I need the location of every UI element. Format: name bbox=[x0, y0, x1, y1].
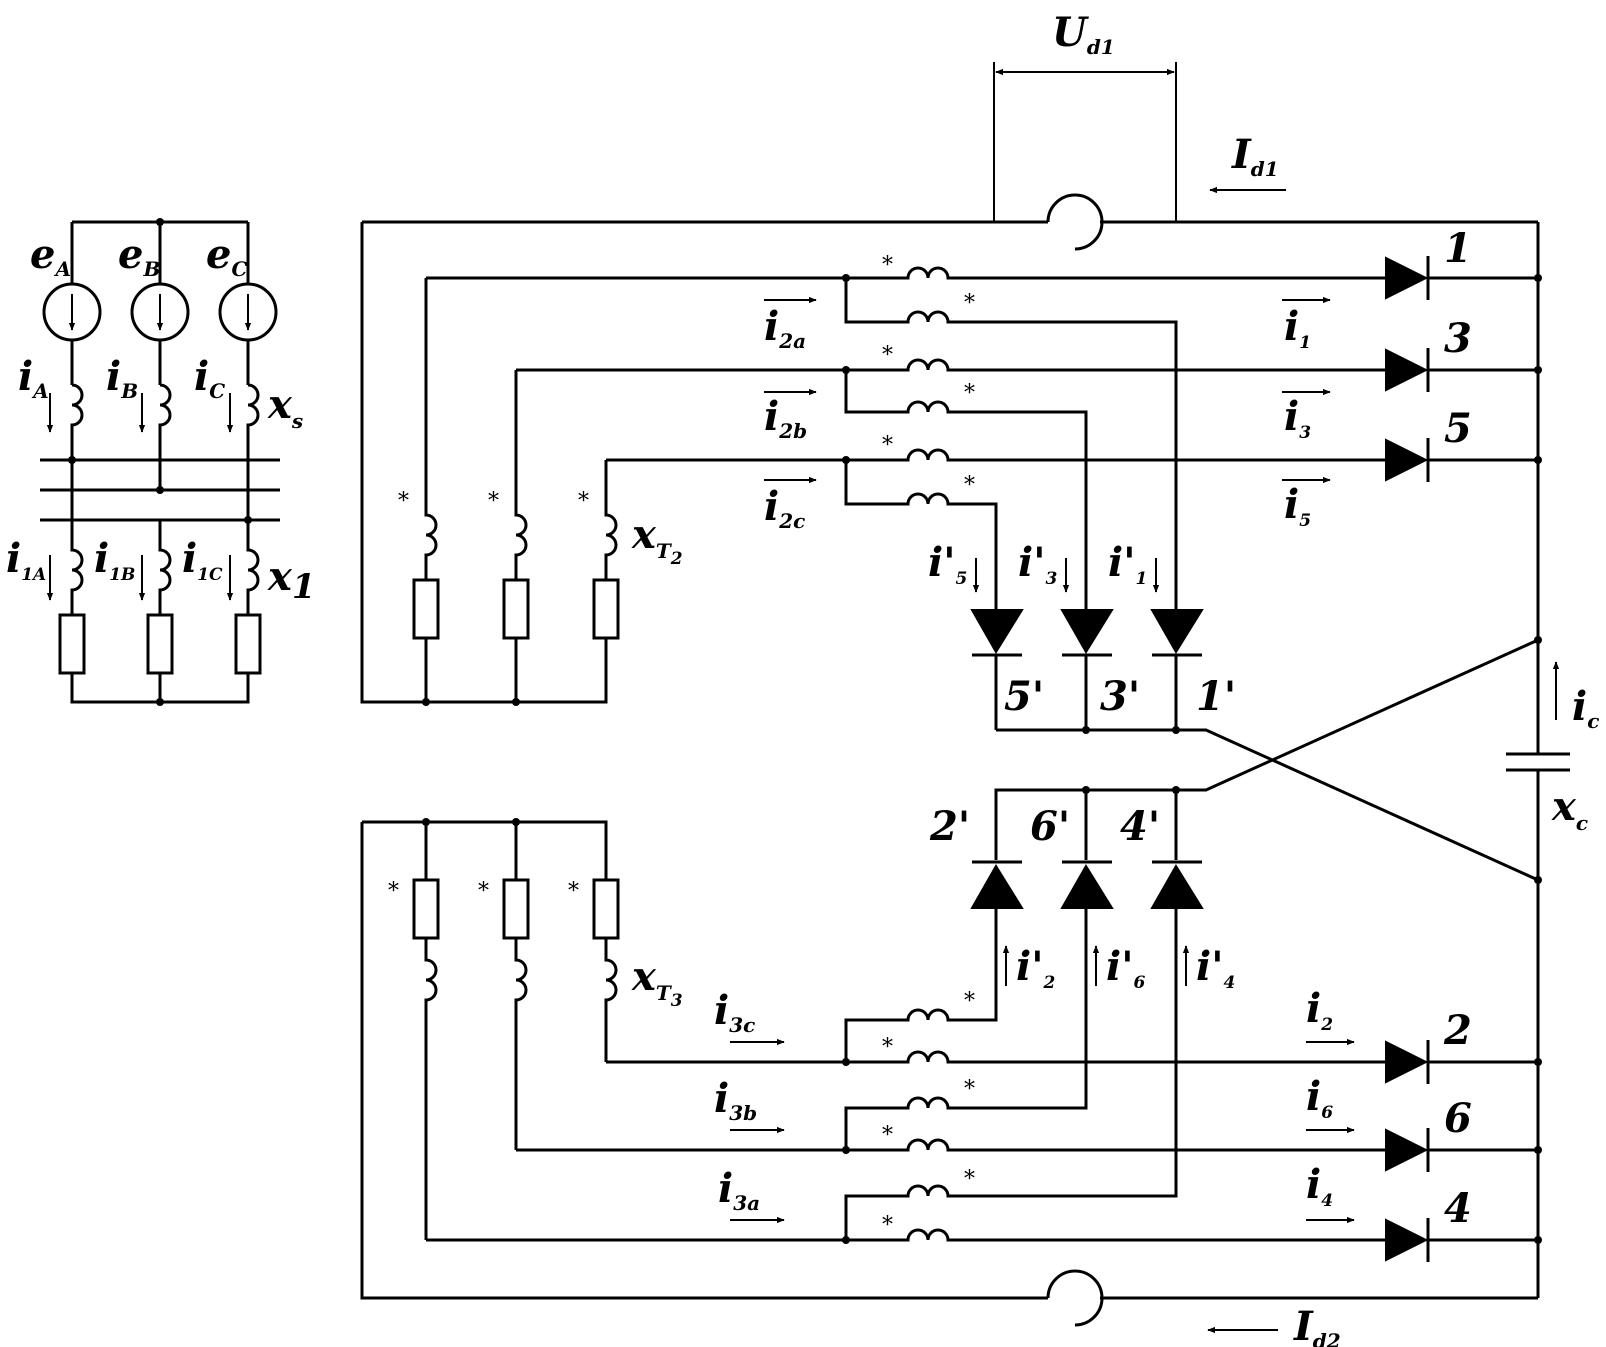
source-section: eA eB eC iA iB iC xs i1A i1B i1C x1 bbox=[6, 218, 316, 706]
label-diode-4-prime: 4' bbox=[1120, 803, 1160, 850]
polarity-mark: * bbox=[964, 1167, 975, 1192]
label-i1B: i1B bbox=[94, 535, 135, 585]
polarity-mark: * bbox=[882, 1213, 893, 1238]
label-i1A: i1A bbox=[6, 535, 46, 585]
polarity-mark: * bbox=[882, 433, 893, 458]
label-ip6: i'6 bbox=[1106, 943, 1145, 993]
diode-6-prime bbox=[1060, 860, 1114, 909]
label-diode-6: 6 bbox=[1444, 1095, 1472, 1142]
diode-5-prime bbox=[970, 609, 1024, 730]
label-Id2: Id2 bbox=[1293, 1303, 1341, 1347]
polarity-mark: * bbox=[388, 879, 399, 904]
polarity-mark: * bbox=[882, 1035, 893, 1060]
label-eA: eA bbox=[30, 231, 71, 281]
label-ip2: i'2 bbox=[1016, 943, 1055, 993]
label-ip1: i'1 bbox=[1108, 539, 1147, 589]
label-diode-1-prime: 1' bbox=[1196, 673, 1236, 720]
label-iC: iC bbox=[194, 353, 225, 403]
diode-2 bbox=[1385, 1040, 1538, 1084]
voltage-source-A bbox=[42, 282, 102, 342]
inductor-xs-B bbox=[158, 383, 172, 490]
label-i3a: i3a bbox=[718, 1165, 760, 1215]
polarity-mark: * bbox=[964, 381, 975, 406]
current-sensor-top bbox=[1046, 193, 1104, 251]
label-i3c: i3c bbox=[714, 987, 755, 1037]
label-i3b: i3b bbox=[714, 1075, 757, 1125]
polarity-mark: * bbox=[478, 879, 489, 904]
current-sensor-bottom bbox=[1046, 1269, 1104, 1327]
label-xc: xc bbox=[1551, 783, 1588, 835]
diode-4 bbox=[1385, 1218, 1538, 1262]
label-xs: xs bbox=[267, 381, 303, 433]
label-i3: i3 bbox=[1284, 393, 1311, 443]
polarity-mark: * bbox=[568, 879, 579, 904]
capacitor-xc bbox=[1506, 752, 1570, 772]
upper-transformer-section: * * * * * * * * * bbox=[398, 225, 1542, 884]
label-i2a: i2a bbox=[764, 303, 806, 353]
polarity-mark: * bbox=[488, 489, 499, 514]
lower-transformer-section: * * * * * * * * * bbox=[362, 786, 1542, 1262]
diode-4-prime bbox=[1150, 860, 1204, 909]
label-i4: i4 bbox=[1306, 1161, 1333, 1211]
polarity-mark: * bbox=[964, 1077, 975, 1102]
label-i6: i6 bbox=[1306, 1073, 1333, 1123]
polarity-mark: * bbox=[964, 473, 975, 498]
voltage-source-B bbox=[130, 282, 190, 342]
label-diode-4: 4 bbox=[1444, 1185, 1472, 1232]
diode-5 bbox=[1385, 438, 1538, 482]
inductor-xs-C bbox=[246, 383, 260, 520]
diode-6 bbox=[1385, 1128, 1538, 1172]
diode-3-prime bbox=[1060, 609, 1114, 730]
label-i1: i1 bbox=[1284, 303, 1311, 353]
load-resistor-B bbox=[146, 613, 174, 675]
label-iA: iA bbox=[18, 353, 49, 403]
polarity-mark: * bbox=[882, 343, 893, 368]
label-diode-3-prime: 3' bbox=[1100, 673, 1140, 720]
polarity-mark: * bbox=[964, 989, 975, 1014]
label-xT3: xT3 bbox=[631, 953, 683, 1011]
label-diode-5: 5 bbox=[1444, 405, 1472, 452]
diode-2-prime bbox=[970, 860, 1024, 909]
dc-outer-loop: Ud1 Id1 Id2 bbox=[360, 9, 1540, 1347]
label-i2: i2 bbox=[1306, 985, 1333, 1035]
diode-3 bbox=[1385, 348, 1538, 392]
polarity-mark: * bbox=[398, 489, 409, 514]
label-i5: i5 bbox=[1284, 481, 1311, 531]
label-xT2: xT2 bbox=[631, 511, 683, 569]
label-x1: x1 bbox=[267, 553, 316, 607]
label-diode-6-prime: 6' bbox=[1030, 803, 1070, 850]
diode-1-prime bbox=[1150, 609, 1204, 730]
polarity-mark: * bbox=[882, 1123, 893, 1148]
label-ic: ic bbox=[1572, 683, 1599, 733]
polarity-mark: * bbox=[578, 489, 589, 514]
inductor-xs-A bbox=[70, 383, 84, 460]
label-diode-2-prime: 2' bbox=[929, 803, 970, 850]
label-ip5: i'5 bbox=[928, 539, 967, 589]
load-resistor-A bbox=[58, 613, 86, 675]
label-diode-1: 1 bbox=[1444, 225, 1472, 272]
label-Ud1: Ud1 bbox=[1052, 9, 1115, 59]
diode-1 bbox=[1385, 256, 1538, 300]
label-diode-5-prime: 5' bbox=[1004, 673, 1044, 720]
label-eC: eC bbox=[206, 231, 247, 281]
label-eB: eB bbox=[118, 231, 160, 281]
label-i2c: i2c bbox=[764, 483, 805, 533]
label-iB: iB bbox=[106, 353, 138, 403]
label-diode-2: 2 bbox=[1443, 1007, 1472, 1054]
polarity-mark: * bbox=[964, 291, 975, 316]
label-ip4: i'4 bbox=[1196, 943, 1235, 993]
label-Id1: Id1 bbox=[1231, 131, 1279, 181]
load-resistor-C bbox=[234, 613, 262, 675]
label-ip3: i'3 bbox=[1018, 539, 1057, 589]
polarity-mark: * bbox=[882, 253, 893, 278]
voltage-source-C bbox=[218, 282, 278, 342]
label-i1C: i1C bbox=[182, 535, 223, 585]
label-i2b: i2b bbox=[764, 393, 807, 443]
label-diode-3: 3 bbox=[1444, 315, 1472, 362]
